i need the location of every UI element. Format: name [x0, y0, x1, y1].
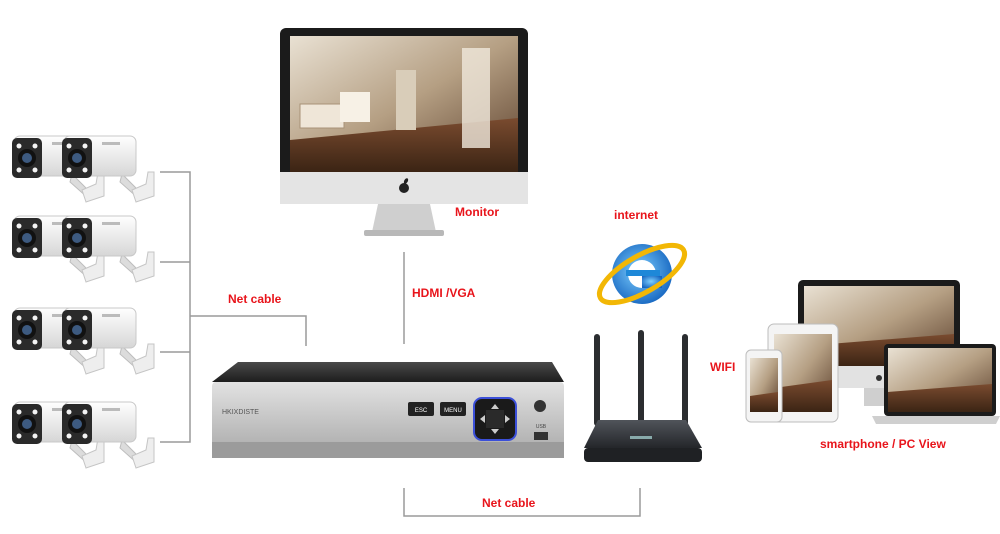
net-cable-nvr-line [190, 316, 306, 346]
laptop-icon [872, 344, 1000, 424]
camera-icon [62, 136, 154, 202]
camera-icon [62, 308, 154, 374]
phone-icon [746, 350, 782, 422]
net-cable-left-label: Net cable [228, 292, 281, 306]
viewer-devices [746, 280, 1000, 424]
net-cable-bottom-label: Net cable [482, 496, 535, 510]
esc-label: ESC [415, 408, 428, 414]
camera-icon [62, 216, 154, 282]
menu-label: MENU [444, 408, 462, 414]
wifi-label: WIFI [710, 360, 735, 374]
camera-group [12, 136, 154, 468]
router-icon [584, 330, 702, 462]
nvr-device-icon: HKIXDISTE ESC MENU USB [212, 362, 564, 458]
camera-icon [62, 402, 154, 468]
monitor-label: Monitor [455, 205, 499, 219]
internet-explorer-icon [591, 234, 692, 313]
usb-label: USB [536, 424, 547, 430]
viewers-label: smartphone / PC View [820, 437, 946, 451]
internet-label: internet [614, 208, 658, 222]
hdmi-vga-label: HDMI /VGA [412, 286, 475, 300]
nvr-brand: HKIXDISTE [222, 409, 259, 416]
camera-bus-line [160, 172, 190, 442]
